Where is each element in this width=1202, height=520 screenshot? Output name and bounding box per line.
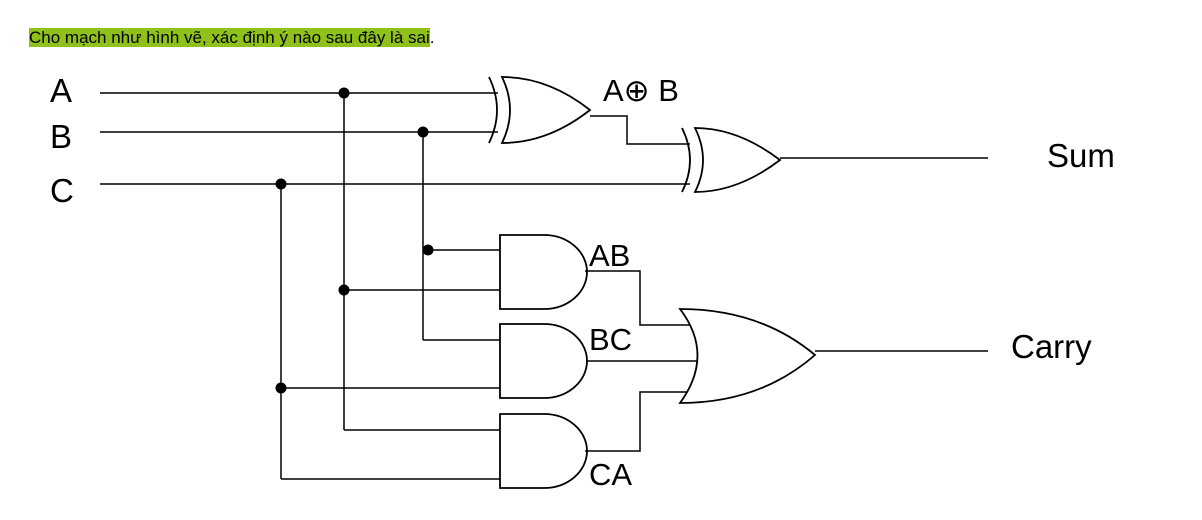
- or-gate: [678, 308, 817, 404]
- junction-a-and1: [338, 284, 350, 296]
- and3-output-label: CA: [589, 457, 632, 492]
- junction-b: [417, 126, 429, 138]
- and1-output-label: AB: [589, 238, 630, 273]
- question-text: Cho mạch như hình vẽ, xác định ý nào sau…: [29, 27, 434, 49]
- junction-c: [275, 178, 287, 190]
- xor1-output-label: A⊕ B: [603, 73, 679, 108]
- and-gate-2: [499, 323, 588, 399]
- and2-output-label: BC: [589, 322, 632, 357]
- junction-c-and2: [275, 382, 287, 394]
- junction-b-and1: [422, 244, 434, 256]
- question-highlight: Cho mạch như hình vẽ, xác định ý nào sau…: [29, 28, 430, 47]
- xor-gate-1: [488, 76, 592, 144]
- and-gate-3: [499, 413, 588, 489]
- question-period: .: [429, 28, 435, 47]
- input-label-c: C: [50, 172, 74, 209]
- xor-gate-2: [681, 127, 782, 193]
- wire-and1-to-or: [585, 270, 697, 326]
- input-label-a: A: [50, 72, 72, 109]
- wire-and3-to-or: [585, 391, 697, 452]
- wire-xor1-to-xor2: [590, 115, 690, 145]
- output-label-sum: Sum: [1047, 137, 1115, 174]
- input-label-b: B: [50, 118, 72, 155]
- and-gate-1: [499, 234, 588, 310]
- junction-a: [338, 87, 350, 99]
- output-label-carry: Carry: [1011, 328, 1092, 365]
